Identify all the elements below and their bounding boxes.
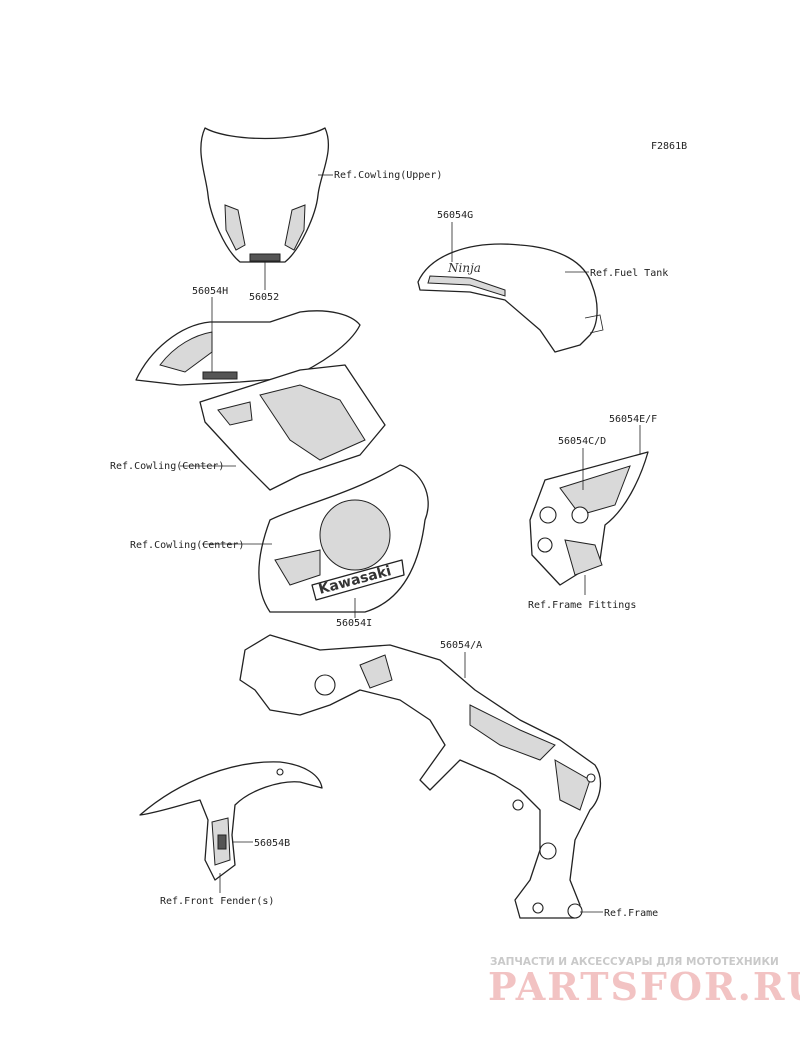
label-cowling-center-ref-1: Ref.Cowling(Center) <box>110 461 224 472</box>
label-56054EF: 56054E/F <box>609 414 657 425</box>
label-56054B: 56054B <box>254 838 290 849</box>
frame <box>239 634 602 919</box>
decal-56054H <box>202 371 238 380</box>
watermark-tagline: ЗАПЧАСТИ И АКСЕССУАРЫ ДЛЯ МОТОТЕХНИКИ <box>490 956 779 968</box>
upper-cowling-windscreen <box>200 127 330 263</box>
label-cowling-upper-ref: Ref.Cowling(Upper) <box>334 170 442 181</box>
label-56054CD: 56054C/D <box>558 436 606 447</box>
label-56054H: 56054H <box>192 286 228 297</box>
label-56054A: 56054/A <box>440 640 482 651</box>
diagram-code: F2861B <box>651 141 687 152</box>
watermark-brand: PARTSFOR.RU <box>488 964 800 1009</box>
label-56054G: 56054G <box>437 210 473 221</box>
label-56054I: 56054I <box>336 618 372 629</box>
cowling-center-upper <box>135 310 386 491</box>
cowling-center-lower: Kawasaki <box>258 464 429 613</box>
frame-fitting <box>529 451 649 586</box>
decal-56054B <box>217 834 227 850</box>
decal-ninja: Ninja <box>447 261 481 275</box>
label-56052: 56052 <box>249 292 279 303</box>
fuel-tank: Ninja <box>417 243 604 353</box>
label-frame-fittings-ref: Ref.Frame Fittings <box>528 600 636 611</box>
decal-kawasaki-panel <box>311 559 405 601</box>
label-fuel-tank-ref: Ref.Fuel Tank <box>590 268 668 279</box>
decal-56052 <box>249 253 281 262</box>
label-frame-ref: Ref.Frame <box>604 908 658 919</box>
front-fender <box>139 761 323 881</box>
label-front-fender-ref: Ref.Front Fender(s) <box>160 896 274 907</box>
label-cowling-center-ref-2: Ref.Cowling(Center) <box>130 540 244 551</box>
